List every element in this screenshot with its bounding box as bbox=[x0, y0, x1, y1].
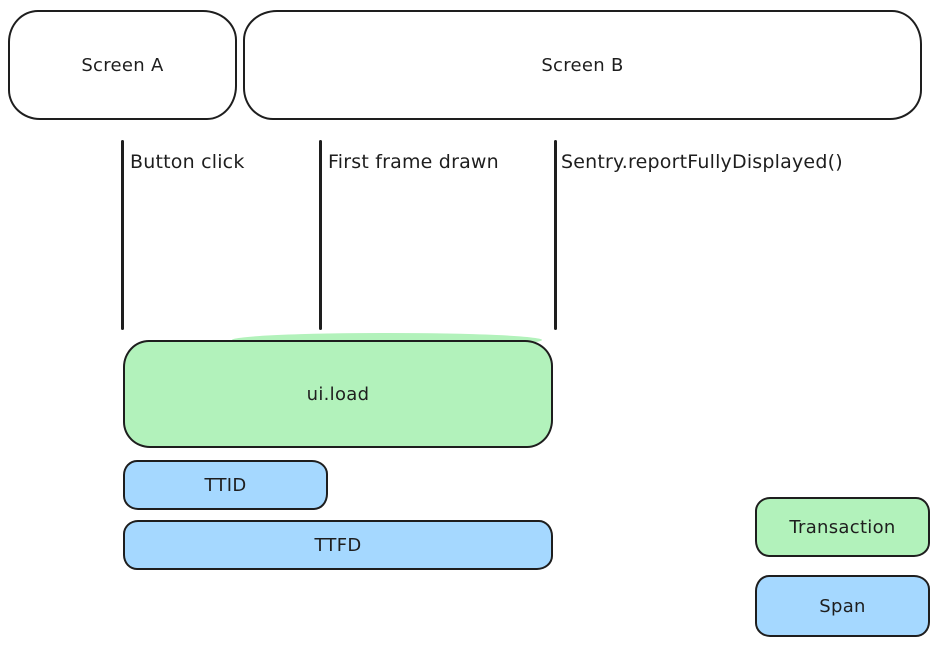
legend-span-label: Span bbox=[819, 595, 866, 617]
timeline-marker-button-click bbox=[121, 140, 124, 330]
ttfd-span-bar: TTFD bbox=[123, 520, 553, 570]
ttfd-label: TTFD bbox=[314, 534, 362, 556]
ttid-label: TTID bbox=[204, 474, 247, 496]
screen-b-label: Screen B bbox=[541, 54, 624, 76]
ui-load-label: ui.load bbox=[306, 383, 370, 405]
legend-transaction-label: Transaction bbox=[789, 516, 896, 538]
legend-transaction-box: Transaction bbox=[755, 497, 930, 557]
ttid-span-bar: TTID bbox=[123, 460, 328, 510]
legend-span-box: Span bbox=[755, 575, 930, 637]
timeline-marker-label-report-fully-displayed: Sentry.reportFullyDisplayed() bbox=[561, 151, 843, 173]
timeline-marker-label-button-click: Button click bbox=[130, 151, 245, 173]
timeline-marker-first-frame-drawn bbox=[319, 140, 322, 330]
timeline-marker-label-first-frame-drawn: First frame drawn bbox=[328, 151, 499, 173]
timeline-marker-report-fully-displayed bbox=[554, 140, 557, 330]
ui-load-transaction-bar: ui.load bbox=[123, 340, 553, 448]
screen-a-box: Screen A bbox=[8, 10, 237, 120]
screen-b-box: Screen B bbox=[243, 10, 922, 120]
screen-a-label: Screen A bbox=[81, 54, 164, 76]
